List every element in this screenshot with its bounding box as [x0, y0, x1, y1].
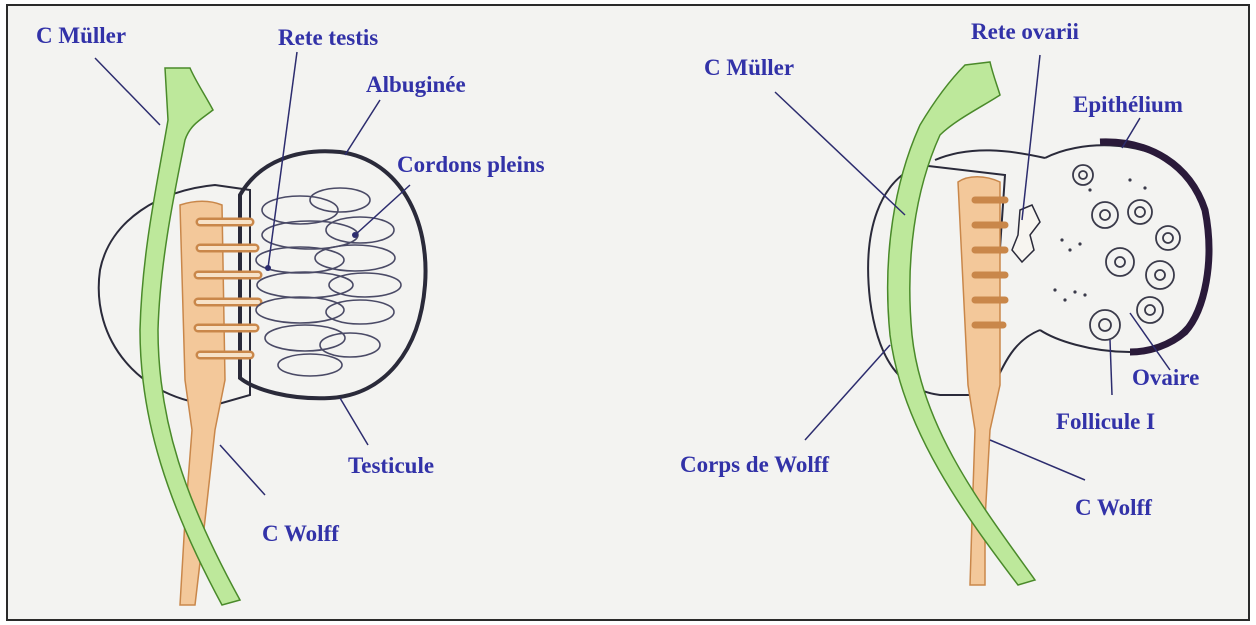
- label-c-wolff-female: C Wolff: [1075, 496, 1152, 519]
- label-c-muller-female: C Müller: [704, 56, 794, 79]
- label-cordons-pleins: Cordons pleins: [397, 153, 545, 176]
- label-c-muller-male: C Müller: [36, 24, 126, 47]
- label-ovaire: Ovaire: [1132, 366, 1199, 389]
- cordons-pleins-loops: [256, 188, 401, 376]
- rete-ovarii-blob: [1012, 205, 1040, 262]
- label-albuginee: Albuginée: [366, 73, 466, 96]
- label-corps-de-wolff: Corps de Wolff: [680, 453, 829, 476]
- ovary-epithelium: [1100, 142, 1209, 352]
- label-epithelium: Epithélium: [1073, 93, 1183, 116]
- female-mullerian-duct: [888, 62, 1035, 585]
- label-testicule: Testicule: [348, 454, 434, 477]
- male-diagram: [95, 52, 426, 605]
- label-rete-testis: Rete testis: [278, 26, 378, 49]
- label-c-wolff-male: C Wolff: [262, 522, 339, 545]
- label-follicule: Follicule I: [1056, 410, 1155, 433]
- label-rete-ovarii: Rete ovarii: [971, 20, 1079, 43]
- ovary-dots: [1053, 178, 1146, 301]
